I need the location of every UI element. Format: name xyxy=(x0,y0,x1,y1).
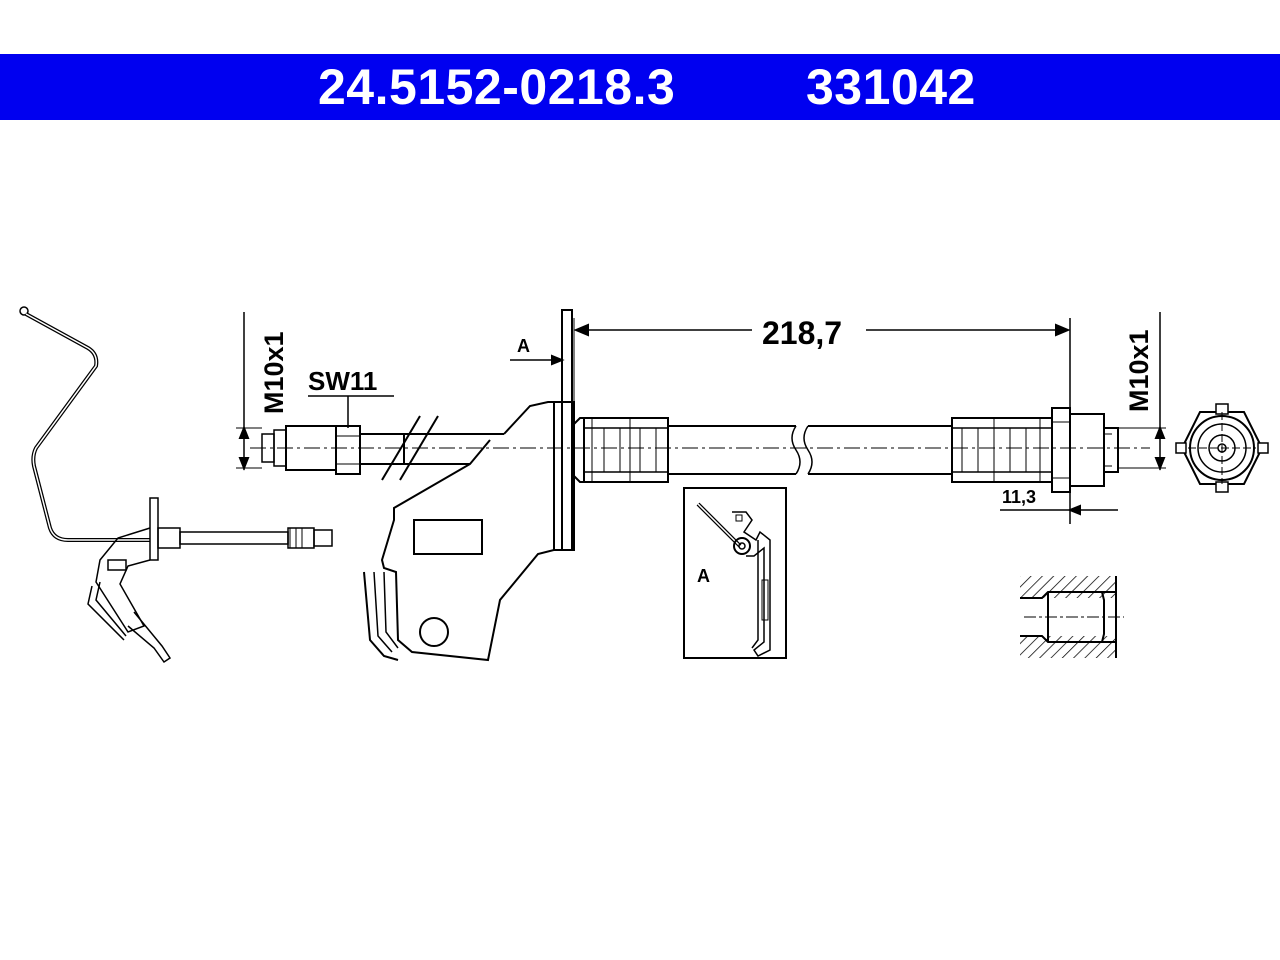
end-view xyxy=(1175,403,1269,493)
left-thread-dimension xyxy=(236,312,262,471)
header-band: 24.5152-0218.3 331042 xyxy=(0,54,1280,120)
detail-marker-label: A xyxy=(697,566,710,586)
length-label: 218,7 xyxy=(762,315,842,351)
right-thread-label: M10x1 xyxy=(1124,329,1154,412)
part-number: 24.5152-0218.3 xyxy=(318,59,676,115)
section-marker-label: A xyxy=(517,336,530,356)
left-thread-label: M10x1 xyxy=(259,331,289,414)
wrench-size-label: SW11 xyxy=(308,366,377,396)
length-dimension xyxy=(573,318,1071,414)
hose xyxy=(250,407,1150,493)
fitting-length-dimension xyxy=(1000,492,1118,524)
reference-number: 331042 xyxy=(806,59,976,115)
right-thread-dimension xyxy=(1118,312,1166,471)
sw11-leader xyxy=(308,395,394,428)
bracket xyxy=(363,309,575,662)
port-section xyxy=(1020,576,1124,658)
overview-sketch xyxy=(19,306,333,664)
section-marker-a xyxy=(510,354,565,366)
fitting-length-label: 11,3 xyxy=(1002,487,1036,507)
detail-a-box xyxy=(683,487,787,659)
